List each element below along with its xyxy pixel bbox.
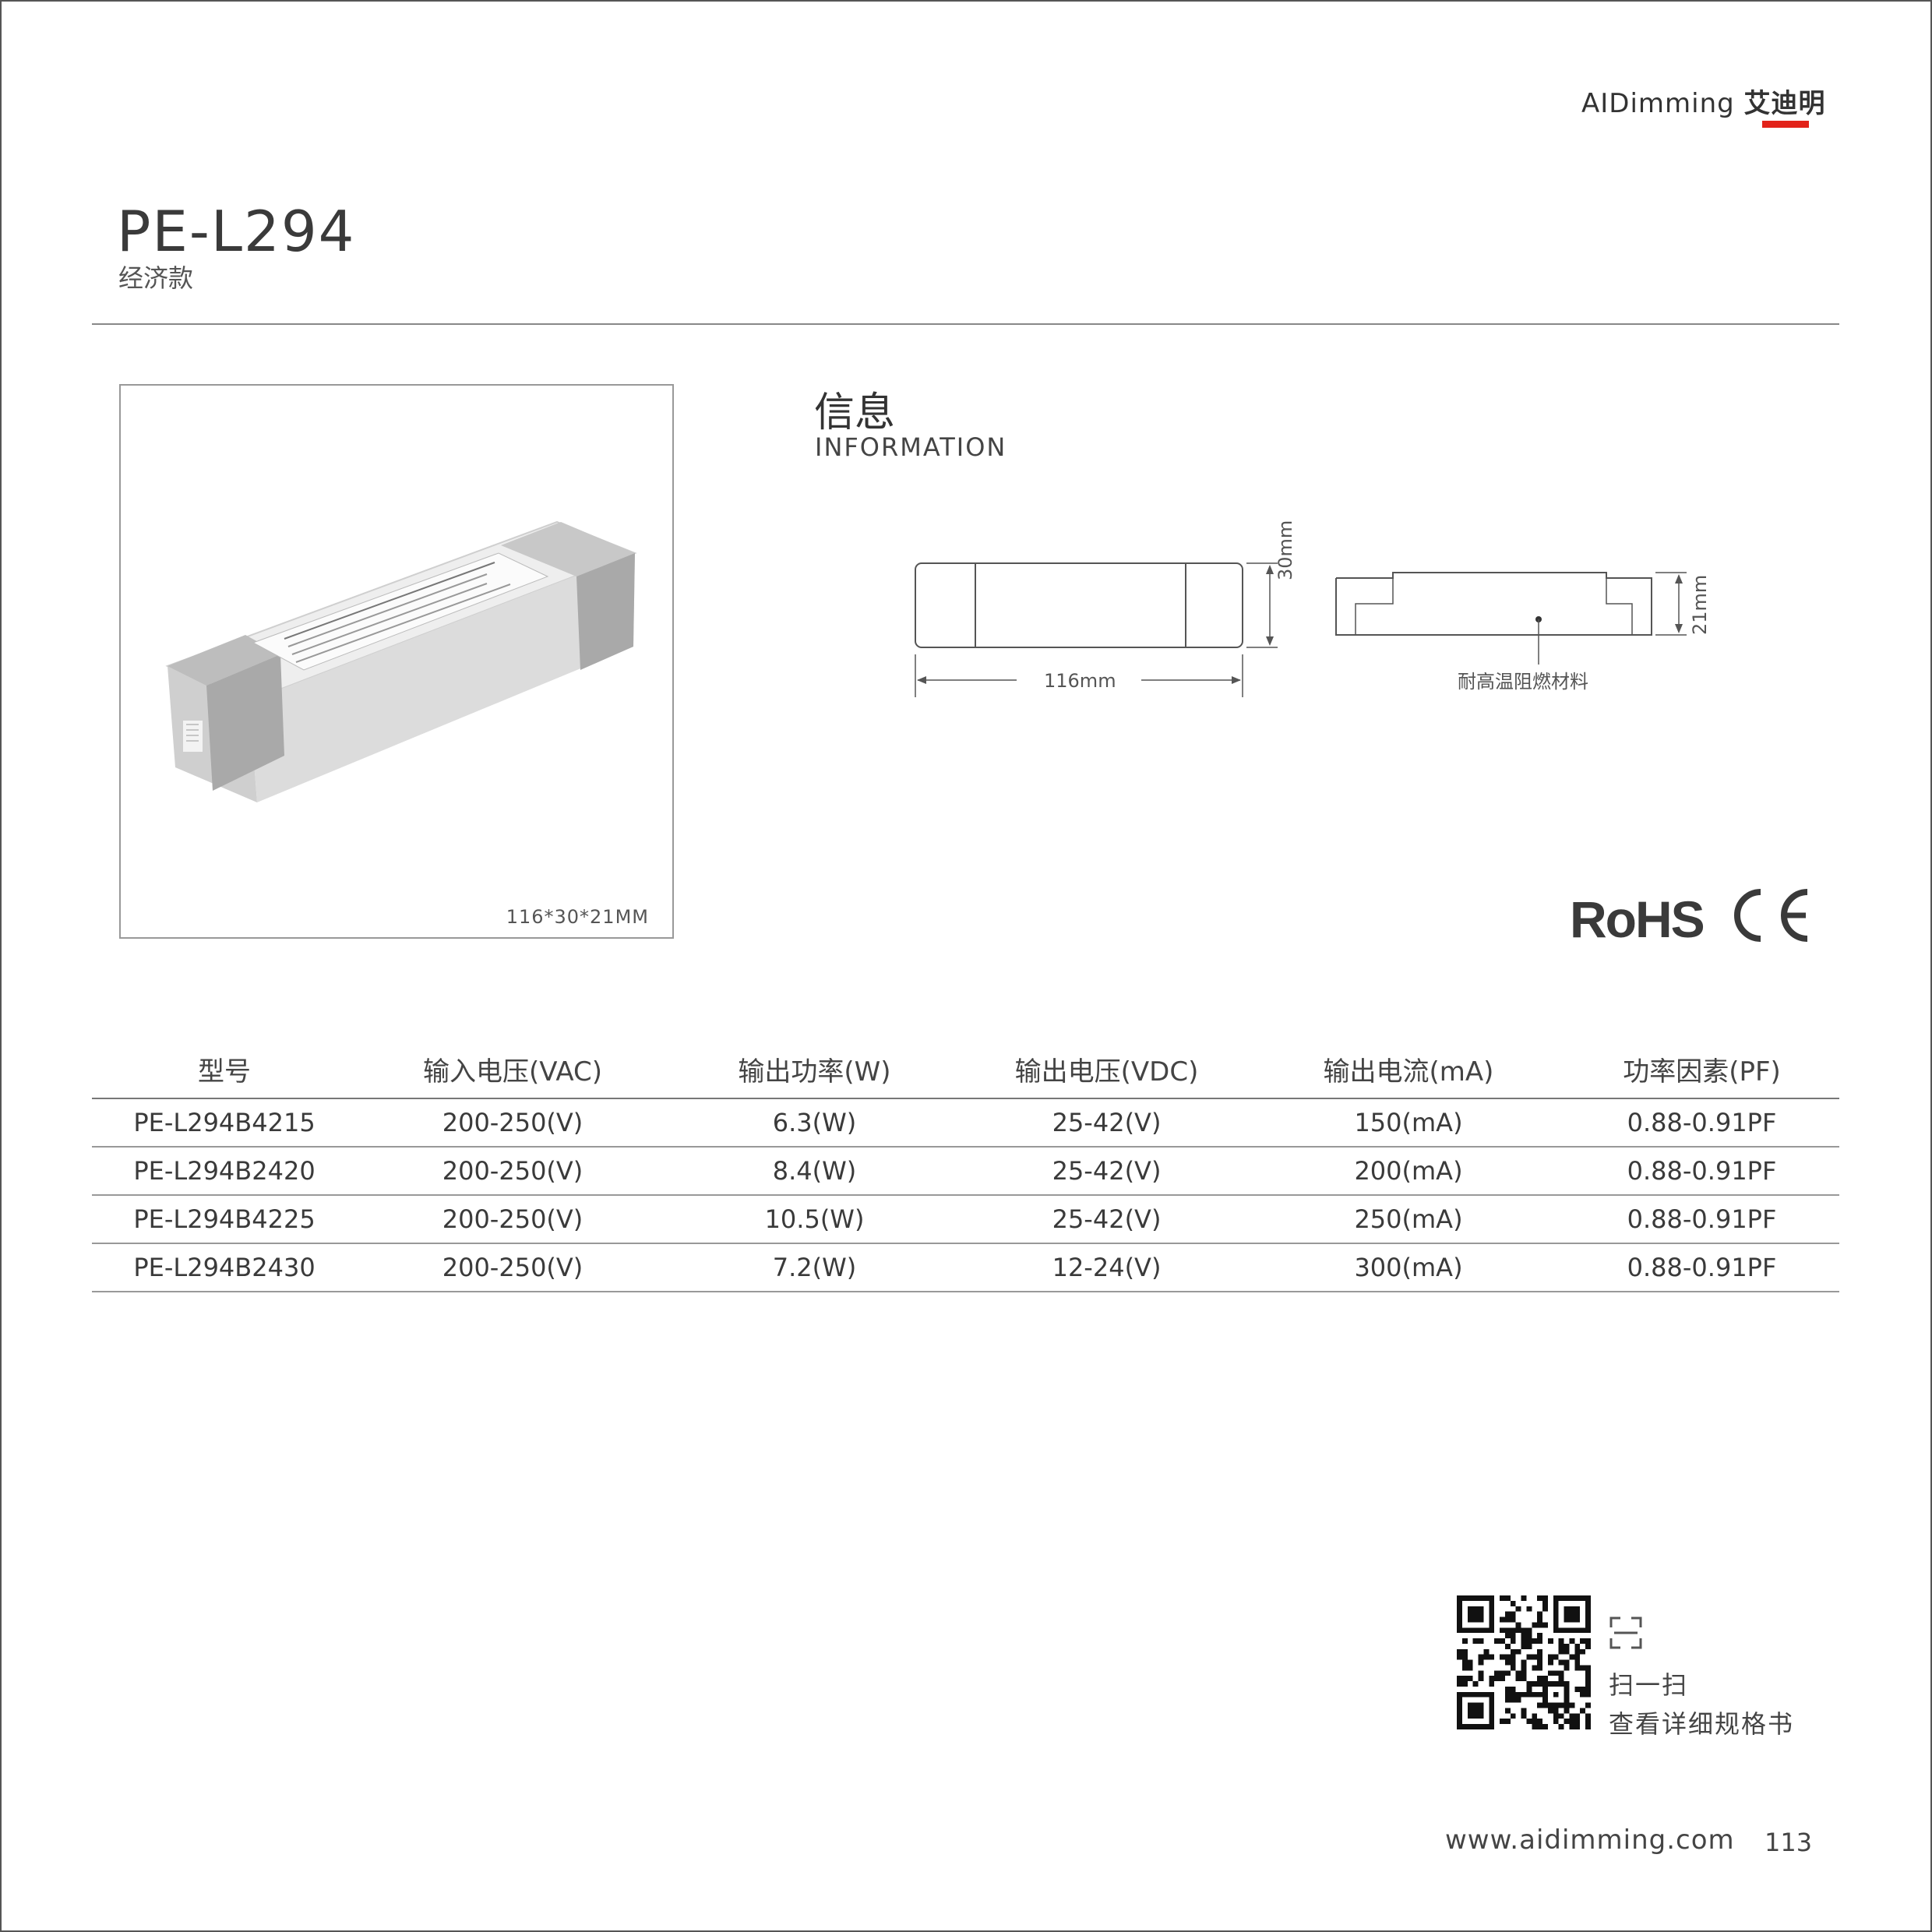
cell-output-current: 300(mA) — [1253, 1243, 1564, 1292]
product-photo: 116*30*21MM — [119, 384, 674, 939]
height-dimension-label: 30mm — [1274, 520, 1296, 580]
cell-power-factor: 0.88-0.91PF — [1564, 1195, 1839, 1244]
rohs-mark: RoHS — [1570, 890, 1704, 947]
qr-spec-text: 查看详细规格书 — [1609, 1709, 1795, 1739]
table-row: PE-L294B4225 200-250(V) 10.5(W) 25-42(V)… — [92, 1195, 1839, 1244]
header-power-factor: 功率因素(PF) — [1564, 1040, 1839, 1099]
product-model-title: PE-L294 — [117, 199, 356, 264]
info-heading-cn: 信息 — [814, 390, 896, 436]
cell-output-power: 10.5(W) — [668, 1195, 961, 1244]
certification-marks: RoHS — [1570, 889, 1808, 947]
cell-model: PE-L294B2430 — [92, 1243, 357, 1292]
cell-output-power: 6.3(W) — [668, 1098, 961, 1148]
table-row: PE-L294B2430 200-250(V) 7.2(W) 12-24(V) … — [92, 1243, 1839, 1292]
cell-input-voltage: 200-250(V) — [357, 1098, 668, 1148]
table-header-row: 型号 输入电压(VAC) 输出功率(W) 输出电压(VDC) 输出电流(mA) … — [92, 1040, 1839, 1099]
cell-input-voltage: 200-250(V) — [357, 1147, 668, 1196]
brand-name-en: AIDimming — [1581, 88, 1735, 119]
header-output-voltage: 输出电压(VDC) — [961, 1040, 1253, 1099]
cell-output-power: 7.2(W) — [668, 1243, 961, 1292]
cell-output-voltage: 25-42(V) — [961, 1147, 1253, 1196]
cell-output-voltage: 25-42(V) — [961, 1098, 1253, 1148]
cell-model: PE-L294B4215 — [92, 1098, 357, 1148]
header-output-power: 输出功率(W) — [668, 1040, 961, 1099]
website-link[interactable]: www.aidimming.com — [1445, 1824, 1735, 1856]
ce-mark-c — [1734, 889, 1761, 942]
brand-name-cn: 艾迪明 — [1743, 88, 1826, 119]
page-number: 113 — [1765, 1828, 1813, 1857]
cell-input-voltage: 200-250(V) — [357, 1195, 668, 1244]
brand-logo: AIDimming 艾迪明 — [1581, 82, 1826, 120]
qr-code[interactable] — [1457, 1595, 1591, 1729]
cell-output-voltage: 12-24(V) — [961, 1243, 1253, 1292]
width-dimension-label: 116mm — [1044, 670, 1116, 692]
cell-output-current: 200(mA) — [1253, 1147, 1564, 1196]
product-dimensions-caption: 116*30*21MM — [506, 906, 649, 928]
table-row: PE-L294B4215 200-250(V) 6.3(W) 25-42(V) … — [92, 1098, 1839, 1148]
cell-output-current: 250(mA) — [1253, 1195, 1564, 1244]
top-view-diagram — [915, 562, 1278, 697]
side-view-diagram — [1335, 572, 1687, 665]
side-height-dimension-label: 21mm — [1689, 574, 1711, 635]
material-note: 耐高温阻燃材料 — [1458, 671, 1588, 693]
header-divider — [92, 323, 1839, 325]
cell-power-factor: 0.88-0.91PF — [1564, 1243, 1839, 1292]
header-input-voltage: 输入电压(VAC) — [357, 1040, 668, 1099]
ce-mark-e — [1781, 889, 1808, 942]
header-model: 型号 — [92, 1040, 357, 1099]
specs-table: 型号 输入电压(VAC) 输出功率(W) 输出电压(VDC) 输出电流(mA) … — [92, 1040, 1839, 1292]
cell-output-current: 150(mA) — [1253, 1098, 1564, 1148]
cell-power-factor: 0.88-0.91PF — [1564, 1147, 1839, 1196]
cell-input-voltage: 200-250(V) — [357, 1243, 668, 1292]
cell-output-power: 8.4(W) — [668, 1147, 961, 1196]
brand-accent-bar — [1762, 121, 1809, 128]
led-driver-illustration — [165, 520, 637, 802]
cell-output-voltage: 25-42(V) — [961, 1195, 1253, 1244]
product-series-subtitle: 经济款 — [118, 263, 194, 293]
scan-icon — [1609, 1616, 1642, 1657]
cell-model: PE-L294B2420 — [92, 1147, 357, 1196]
cell-power-factor: 0.88-0.91PF — [1564, 1098, 1839, 1148]
info-heading-en: INFORMATION — [815, 432, 1007, 462]
cell-model: PE-L294B4225 — [92, 1195, 357, 1244]
qr-scan-text: 扫一扫 — [1609, 1670, 1689, 1700]
header-output-current: 输出电流(mA) — [1253, 1040, 1564, 1099]
table-row: PE-L294B2420 200-250(V) 8.4(W) 25-42(V) … — [92, 1147, 1839, 1196]
